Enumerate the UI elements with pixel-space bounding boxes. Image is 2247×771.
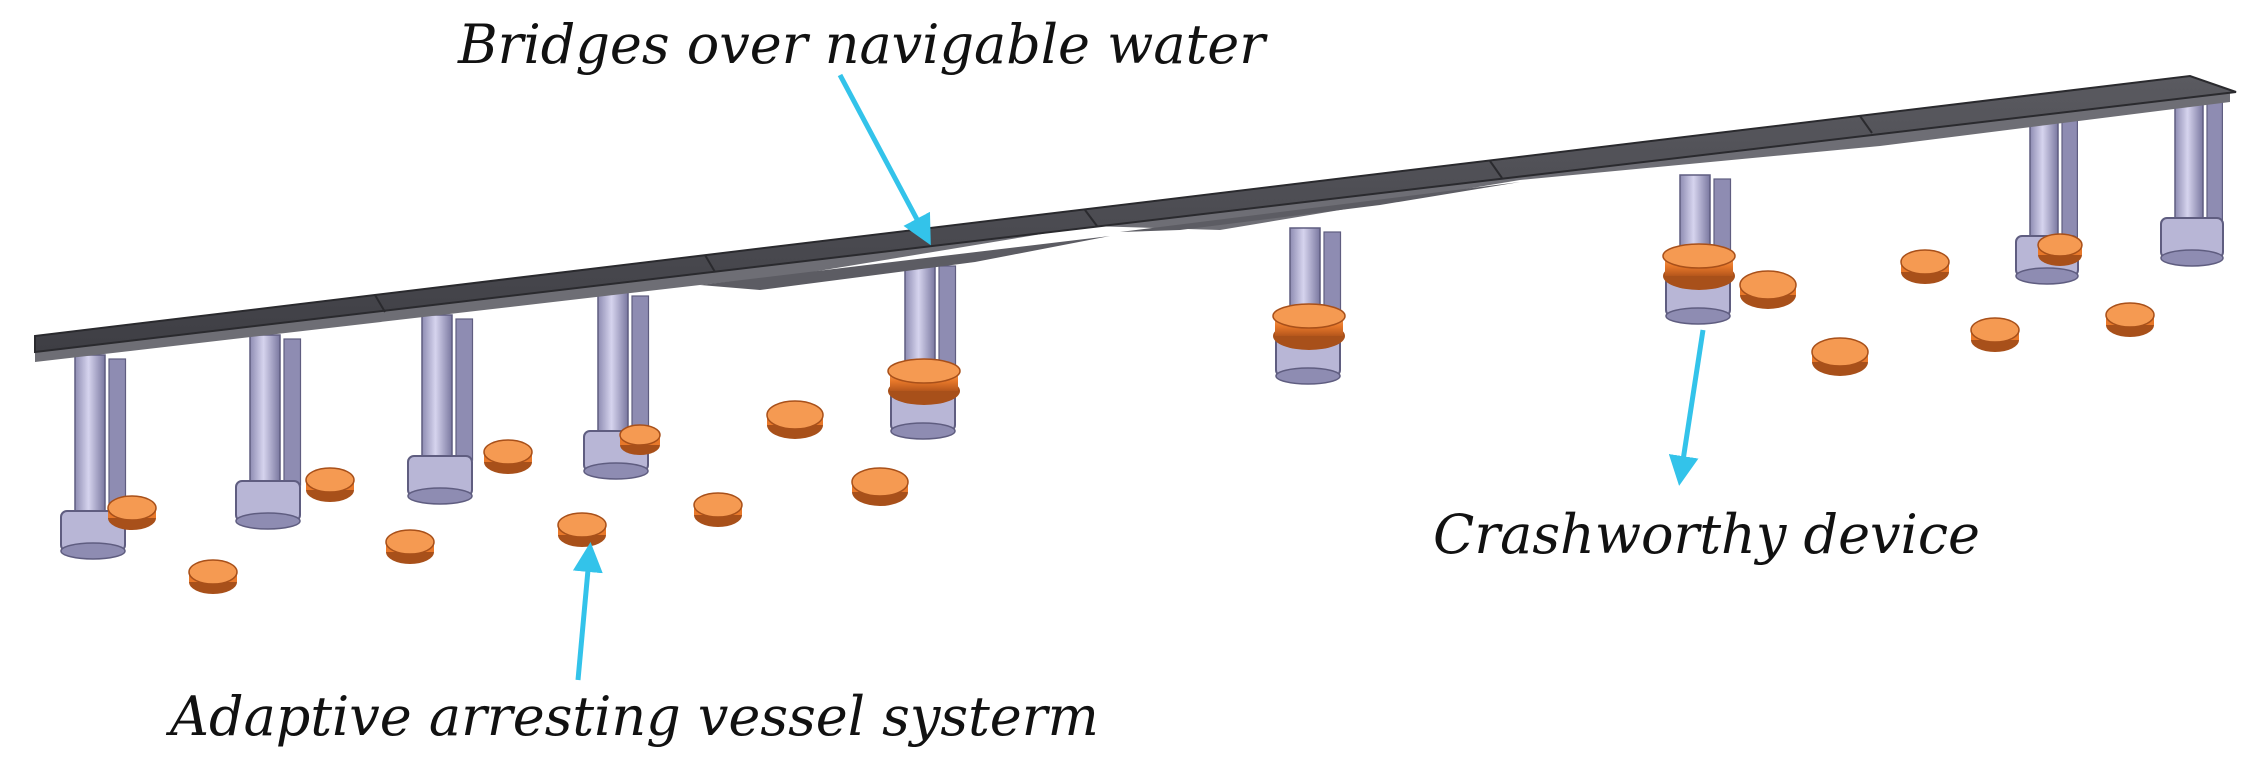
arresting-buoy: [483, 439, 533, 474]
pier: [583, 291, 650, 480]
crashworthy-device: [887, 358, 961, 405]
arresting-arrow: [572, 542, 603, 681]
arresting-buoy: [619, 424, 661, 455]
arresting-buoy: [305, 467, 355, 502]
pier: [235, 334, 302, 530]
pier: [1272, 227, 1346, 385]
deck-haunch-right: [1120, 182, 1520, 232]
arresting-buoy: [107, 495, 157, 530]
arresting-buoy: [1900, 249, 1950, 284]
arresting-buoy: [766, 400, 824, 439]
arresting-buoy: [557, 512, 607, 547]
arresting-buoy: [1739, 270, 1797, 309]
crashworthy-device: [1272, 303, 1346, 350]
deck-haunch-left: [700, 236, 1110, 290]
bridge-label: Bridges over navigable water: [458, 13, 1266, 76]
crashworthy-label: Crashworthy device: [1433, 503, 1981, 566]
arresting-buoy: [1970, 317, 2020, 352]
pier: [2160, 97, 2224, 267]
arresting-buoy: [2105, 302, 2155, 337]
pier: [60, 354, 127, 560]
arresting-buoy: [2037, 233, 2083, 266]
crashworthy-arrow: [1668, 329, 1706, 486]
arresting-buoys: [107, 233, 2155, 594]
arresting-buoy: [1811, 337, 1869, 376]
pier: [887, 261, 961, 440]
crashworthy-device: [1662, 243, 1736, 290]
deck-top-face: [34, 74, 2237, 354]
callout-arrows: [572, 73, 1706, 681]
arresting-buoy: [188, 559, 238, 594]
deck-joints: [374, 115, 1873, 313]
arresting-buoy: [693, 492, 743, 527]
bridge-piers: [60, 97, 2224, 560]
arresting-buoy: [851, 467, 909, 506]
pier: [1662, 174, 1736, 325]
arresting-buoy: [385, 529, 435, 564]
bridge-deck: [34, 74, 2237, 362]
bridge-arrow: [837, 73, 931, 246]
deck-side-face: [35, 92, 2230, 362]
pier: [407, 314, 474, 505]
arresting-system-label: Adaptive arresting vessel systerm: [170, 685, 1099, 748]
